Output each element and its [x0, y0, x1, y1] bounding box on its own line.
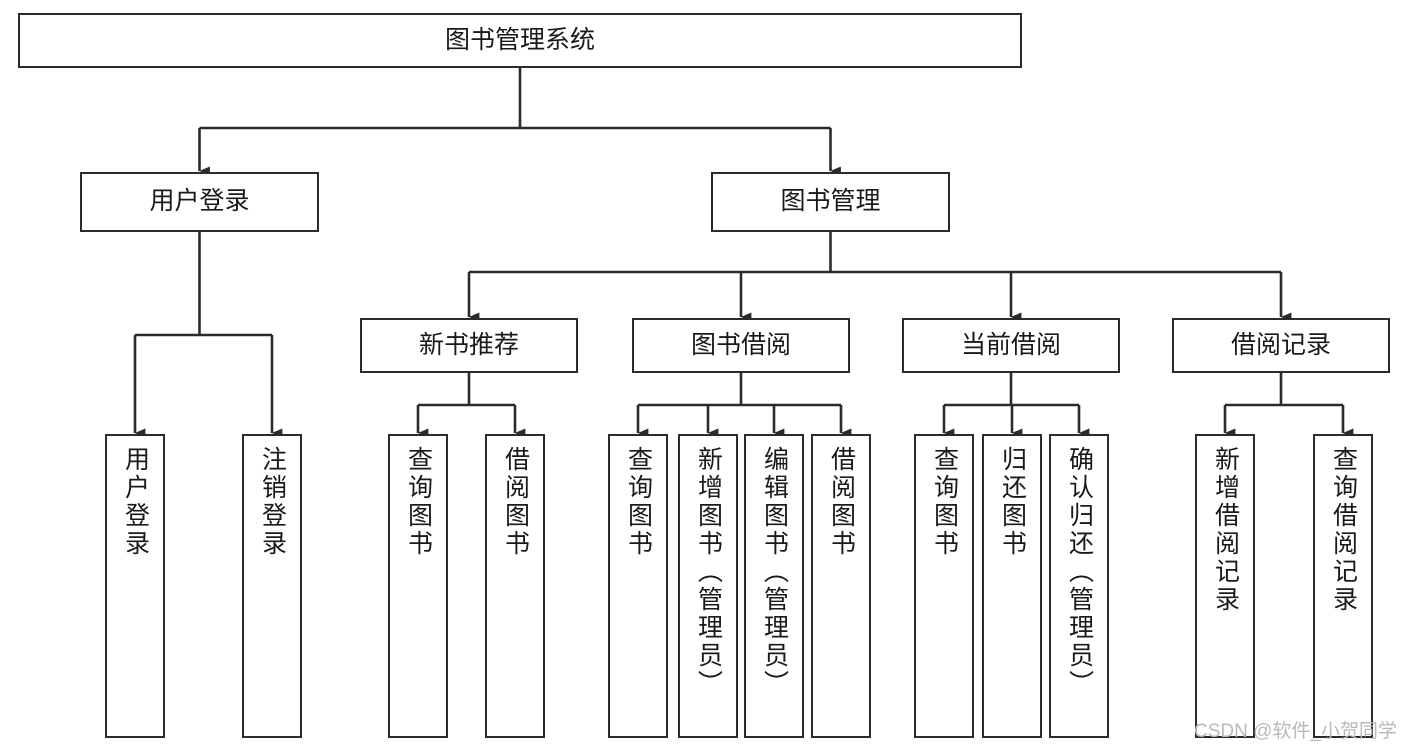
leaf-add-borrow-record[interactable]: 新增借阅记录 — [1195, 434, 1255, 738]
leaf-query-borrow-record-label: 查询借阅记录 — [1329, 446, 1358, 614]
node-new-book-recommend[interactable]: 新书推荐 — [360, 318, 578, 373]
edge-layer — [133, 68, 1354, 438]
leaf-add-borrow-record-label: 新增借阅记录 — [1211, 446, 1240, 614]
csdn-watermark: CSDN @软件_小贺同学 — [1194, 721, 1397, 742]
node-book-borrow-label: 图书借阅 — [690, 330, 791, 359]
node-current-borrow[interactable]: 当前借阅 — [902, 318, 1120, 373]
node-new-book-recommend-label: 新书推荐 — [418, 330, 519, 359]
leaf-query-book-2-label: 查询图书 — [624, 446, 653, 558]
leaf-logout-label: 注销登录 — [258, 446, 287, 558]
leaf-query-book-1[interactable]: 查询图书 — [388, 434, 448, 738]
node-user-login[interactable]: 用户登录 — [80, 172, 319, 232]
leaf-user-login[interactable]: 用户登录 — [105, 434, 165, 738]
node-root[interactable]: 图书管理系统 — [18, 13, 1022, 68]
leaf-borrow-book-2[interactable]: 借阅图书 — [811, 434, 871, 738]
node-borrow-record-label: 借阅记录 — [1230, 330, 1331, 359]
leaf-borrow-book-2-label: 借阅图书 — [827, 446, 856, 558]
node-user-login-label: 用户登录 — [149, 187, 250, 216]
leaf-borrow-book-1-label: 借阅图书 — [501, 446, 530, 558]
leaf-edit-book-label: 编辑图书（管理员） — [760, 446, 789, 698]
node-book-borrow[interactable]: 图书借阅 — [632, 318, 850, 373]
leaf-add-book[interactable]: 新增图书（管理员） — [678, 434, 738, 738]
leaf-confirm-return[interactable]: 确认归还（管理员） — [1049, 434, 1109, 738]
leaf-query-book-2[interactable]: 查询图书 — [608, 434, 668, 738]
leaf-logout[interactable]: 注销登录 — [242, 434, 302, 738]
node-root-label: 图书管理系统 — [444, 25, 595, 54]
node-borrow-record[interactable]: 借阅记录 — [1172, 318, 1390, 373]
leaf-return-book-label: 归还图书 — [998, 446, 1027, 558]
leaf-add-book-label: 新增图书（管理员） — [694, 446, 723, 698]
node-book-manage-label: 图书管理 — [780, 187, 881, 216]
leaf-query-borrow-record[interactable]: 查询借阅记录 — [1313, 434, 1373, 738]
leaf-user-login-label: 用户登录 — [121, 446, 150, 558]
leaf-confirm-return-label: 确认归还（管理员） — [1065, 446, 1094, 698]
node-current-borrow-label: 当前借阅 — [960, 330, 1061, 359]
leaf-edit-book[interactable]: 编辑图书（管理员） — [744, 434, 804, 738]
leaf-query-book-1-label: 查询图书 — [404, 446, 433, 558]
leaf-query-book-3-label: 查询图书 — [930, 446, 959, 558]
leaf-return-book[interactable]: 归还图书 — [982, 434, 1042, 738]
node-book-manage[interactable]: 图书管理 — [711, 172, 950, 232]
leaf-query-book-3[interactable]: 查询图书 — [914, 434, 974, 738]
leaf-borrow-book-1[interactable]: 借阅图书 — [485, 434, 545, 738]
